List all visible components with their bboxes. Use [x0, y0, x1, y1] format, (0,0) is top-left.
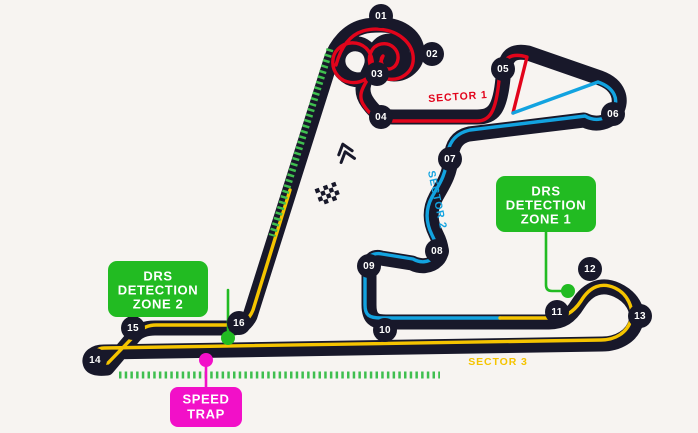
sector-3-label-text: SECTOR 3	[468, 356, 528, 368]
turn-marker-label: 13	[634, 311, 646, 322]
turn-marker[interactable]: 16	[227, 311, 251, 335]
turn-marker-label: 14	[89, 355, 101, 366]
turn-marker-circle	[578, 257, 602, 281]
turn-marker[interactable]: 03	[365, 62, 389, 86]
sector-3-path	[93, 188, 634, 366]
drs-zone-main-straight-dashes	[268, 47, 334, 238]
turn-marker[interactable]: 14	[83, 348, 107, 372]
turn-marker[interactable]: 02	[420, 42, 444, 66]
speed-trap-box	[170, 387, 242, 427]
turn-marker-circle	[545, 300, 569, 324]
turn-marker-circle	[438, 147, 462, 171]
speed-trap-callout[interactable]: SPEED TRAP	[170, 387, 242, 427]
turn-marker[interactable]: 05	[491, 57, 515, 81]
turn-marker-circle	[420, 42, 444, 66]
turn-marker[interactable]: 12	[578, 257, 602, 281]
speed-trap-line-2: TRAP	[187, 407, 225, 422]
turn-marker[interactable]: 13	[628, 304, 652, 328]
drs-zone-1-connector	[544, 230, 570, 293]
sector-3-line	[93, 188, 634, 366]
start-finish-flag-icon	[314, 181, 340, 205]
drs-detection-zone-2-box	[108, 261, 208, 317]
direction-arrow-icon	[337, 142, 356, 164]
turn-marker[interactable]: 11	[545, 300, 569, 324]
turn-marker-circle	[601, 102, 625, 126]
turn-marker-circle	[425, 239, 449, 263]
turn-marker-label: 15	[127, 323, 139, 334]
turn-marker-label: 08	[431, 246, 443, 257]
turn-marker[interactable]: 09	[357, 254, 381, 278]
drs-detection-zone-2-line-2: DETECTION	[118, 283, 199, 298]
turn-marker-label: 06	[607, 109, 619, 120]
drs-detection-zone-1-callout[interactable]: DRS DETECTION ZONE 1	[496, 176, 596, 232]
turn-marker-label: 04	[375, 112, 387, 123]
turn-marker-label: 05	[497, 64, 509, 75]
turn-markers: 01 02 03 04 05 06	[83, 4, 652, 372]
drs-detection-zone-2-line-3: ZONE 2	[133, 297, 184, 312]
drs-zone-2-marker	[221, 331, 235, 345]
drs-detection-zone-1-line-1: DRS	[531, 184, 560, 199]
speed-trap-line-1: SPEED	[182, 392, 229, 407]
turn-marker[interactable]: 04	[369, 105, 393, 129]
turn-marker-label: 11	[551, 307, 562, 318]
turn-marker-circle	[365, 62, 389, 86]
turn-marker-circle	[357, 254, 381, 278]
drs-activation-zones	[119, 47, 440, 379]
turn-marker[interactable]: 10	[373, 318, 397, 342]
speed-trap-marker	[199, 353, 213, 367]
turn-marker-label: 09	[363, 261, 375, 272]
drs-detection-zone-1-box	[496, 176, 596, 232]
turn-marker-label: 16	[233, 318, 245, 329]
drs-detection-zone-1-line-3: ZONE 1	[521, 212, 572, 227]
turn-marker-circle	[491, 57, 515, 81]
turn-marker-label: 02	[426, 49, 438, 60]
turn-marker-label: 03	[371, 69, 383, 80]
turn-marker-circle	[628, 304, 652, 328]
turn-marker-label: 10	[379, 325, 391, 336]
drs-zone-1-marker	[561, 284, 575, 298]
turn-marker[interactable]: 01	[369, 4, 393, 28]
sector-1-label-text: SECTOR 1	[428, 89, 488, 105]
turn-marker-label: 12	[584, 264, 596, 275]
turn-marker[interactable]: 15	[121, 316, 145, 340]
sector-1-label: SECTOR 1	[428, 89, 488, 105]
turn-marker-label: 07	[444, 154, 456, 165]
turn-marker-label: 01	[375, 11, 387, 22]
turn-marker[interactable]: 07	[438, 147, 462, 171]
turn-marker[interactable]: 06	[601, 102, 625, 126]
turn-marker-circle	[369, 105, 393, 129]
turn-marker-circle	[373, 318, 397, 342]
turn-marker-circle	[83, 348, 107, 372]
drs-detection-zone-2-line-1: DRS	[143, 269, 172, 284]
turn-marker[interactable]: 08	[425, 239, 449, 263]
turn-marker-circle	[227, 311, 251, 335]
sector-3-label: SECTOR 3	[468, 356, 528, 368]
drs-detection-zone-1-line-2: DETECTION	[506, 198, 587, 213]
turn-marker-circle	[121, 316, 145, 340]
drs-detection-zone-2-callout[interactable]: DRS DETECTION ZONE 2	[108, 261, 208, 317]
turn-marker-circle	[369, 4, 393, 28]
callout-markers	[199, 284, 575, 367]
